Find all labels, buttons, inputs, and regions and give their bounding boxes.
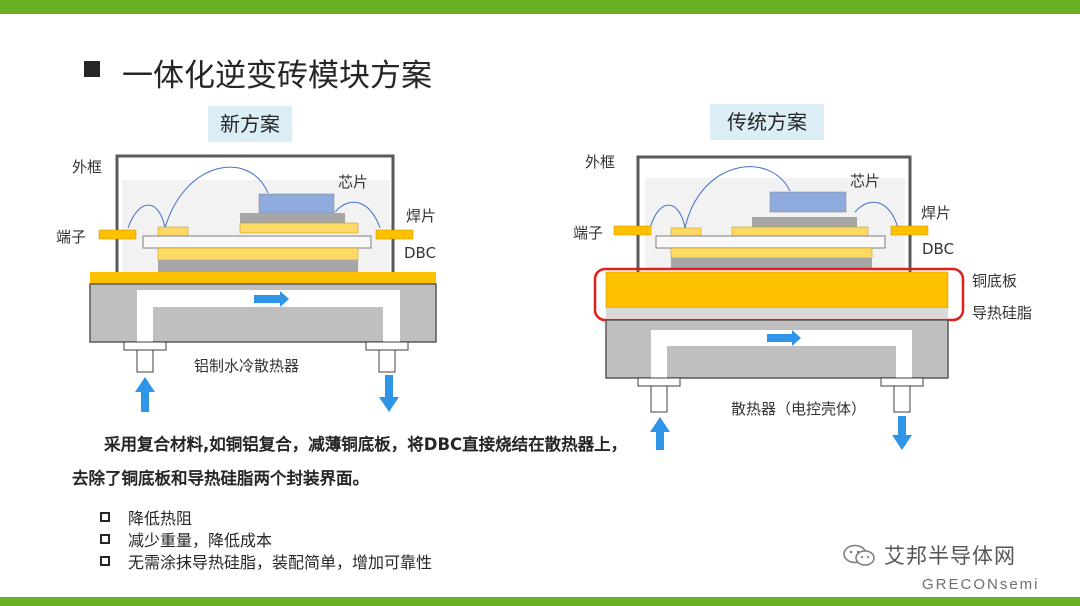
new-bottom-copper	[157, 247, 359, 261]
bottom-accent-bar	[0, 597, 1080, 606]
new-frame	[115, 154, 395, 272]
new-bond-wire	[334, 201, 381, 229]
old-bond-wire	[854, 201, 899, 229]
old-terminal-left	[613, 225, 652, 236]
grecon-logo: GRECONsemi	[922, 576, 1040, 593]
old-terminal-right	[890, 225, 929, 236]
old-copper-label: 铜底板	[972, 272, 1018, 290]
new-water-channel	[137, 290, 400, 342]
new-pad	[157, 226, 189, 237]
old-outlet-pipe	[893, 385, 911, 413]
benefit-list: 降低热阻 减少重量，降低成本 无需涂抹导热硅脂，装配简单，增加可靠性	[100, 506, 432, 572]
old-outlet-fitting	[880, 377, 924, 387]
old-dbc-label: DBC	[922, 240, 955, 258]
old-chip-label: 芯片	[850, 172, 881, 190]
old-inlet-arrow-icon	[650, 417, 670, 450]
old-water-channel	[651, 330, 912, 378]
new-outlet-fitting	[365, 341, 409, 351]
old-scheme-label: 传统方案	[710, 104, 824, 140]
benefit-item: 减少重量，降低成本	[100, 528, 432, 550]
new-flow-arrow-icon	[254, 291, 289, 307]
new-outlet-pipe	[378, 349, 396, 373]
new-bond-wire	[164, 166, 269, 229]
old-chip	[769, 191, 847, 213]
square-bullet-icon	[100, 556, 110, 566]
new-dbc-label: DBC	[404, 244, 437, 262]
watermark-text: 艾邦半导体网	[884, 544, 1016, 568]
new-copper-layer	[90, 272, 436, 284]
benefit-text: 减少重量，降低成本	[128, 531, 273, 550]
square-bullet-icon	[100, 512, 110, 522]
new-terminal-right	[375, 229, 414, 240]
benefit-item: 无需涂抹导热硅脂，装配简单，增加可靠性	[100, 550, 432, 572]
watermark: 艾邦半导体网	[842, 540, 1016, 570]
new-dbc-ceramic	[142, 235, 372, 249]
new-chip-label: 芯片	[338, 173, 369, 191]
old-dbc-ceramic	[655, 235, 886, 249]
new-module-diagram	[89, 154, 437, 412]
new-solder-label: 焊片	[406, 207, 437, 225]
new-frame-label: 外框	[72, 158, 103, 176]
old-inlet-fitting	[637, 377, 681, 387]
old-bond-wire	[649, 204, 686, 229]
old-outlet-arrow-icon	[892, 416, 912, 450]
old-bond-wire	[684, 166, 791, 229]
old-thermal-grease	[606, 308, 948, 318]
old-grease-label: 导热硅脂	[972, 304, 1033, 322]
new-inlet-pipe	[136, 349, 154, 373]
old-pad	[670, 227, 702, 237]
description-text: 采用复合材料,如铜铝复合，减薄铜底板，将DBC直接烧结在散热器上，去除了铜底板和…	[72, 435, 628, 488]
slide-title: 一体化逆变砖模块方案	[122, 58, 432, 94]
old-flow-arrow-icon	[767, 330, 801, 346]
old-chip-base	[752, 217, 857, 227]
old-frame	[636, 155, 912, 272]
old-solder-layer	[671, 258, 872, 270]
benefit-text: 降低热阻	[128, 509, 193, 528]
new-scheme-label: 新方案	[208, 106, 292, 142]
old-heatsink-label: 散热器（电控壳体）	[731, 400, 867, 418]
new-solder-layer	[158, 260, 358, 272]
title-bullet-icon	[84, 61, 100, 77]
old-module-diagram	[593, 155, 965, 450]
new-inlet-fitting	[123, 341, 167, 351]
old-inlet-pipe	[650, 385, 668, 413]
top-accent-bar	[0, 0, 1080, 14]
old-frame-label: 外框	[585, 153, 616, 171]
wechat-icon	[843, 544, 875, 566]
new-top-copper	[239, 222, 359, 234]
old-bottom-copper	[670, 247, 873, 259]
new-outlet-arrow-icon	[379, 375, 399, 412]
new-terminal-left	[98, 229, 137, 240]
new-bond-wire	[127, 204, 166, 229]
new-terminal-label: 端子	[56, 228, 87, 246]
old-copper-baseplate	[605, 271, 949, 309]
benefit-item: 降低热阻	[100, 506, 432, 528]
new-chip-base	[240, 213, 345, 223]
new-inlet-arrow-icon	[135, 377, 155, 412]
old-terminal-label: 端子	[573, 224, 604, 242]
old-solder-label: 焊片	[921, 204, 952, 222]
old-top-copper	[731, 226, 869, 237]
new-heatsink-label: 铝制水冷散热器	[194, 357, 300, 375]
square-bullet-icon	[100, 534, 110, 544]
new-chip	[258, 193, 335, 214]
benefit-text: 无需涂抹导热硅脂，装配简单，增加可靠性	[128, 553, 433, 572]
